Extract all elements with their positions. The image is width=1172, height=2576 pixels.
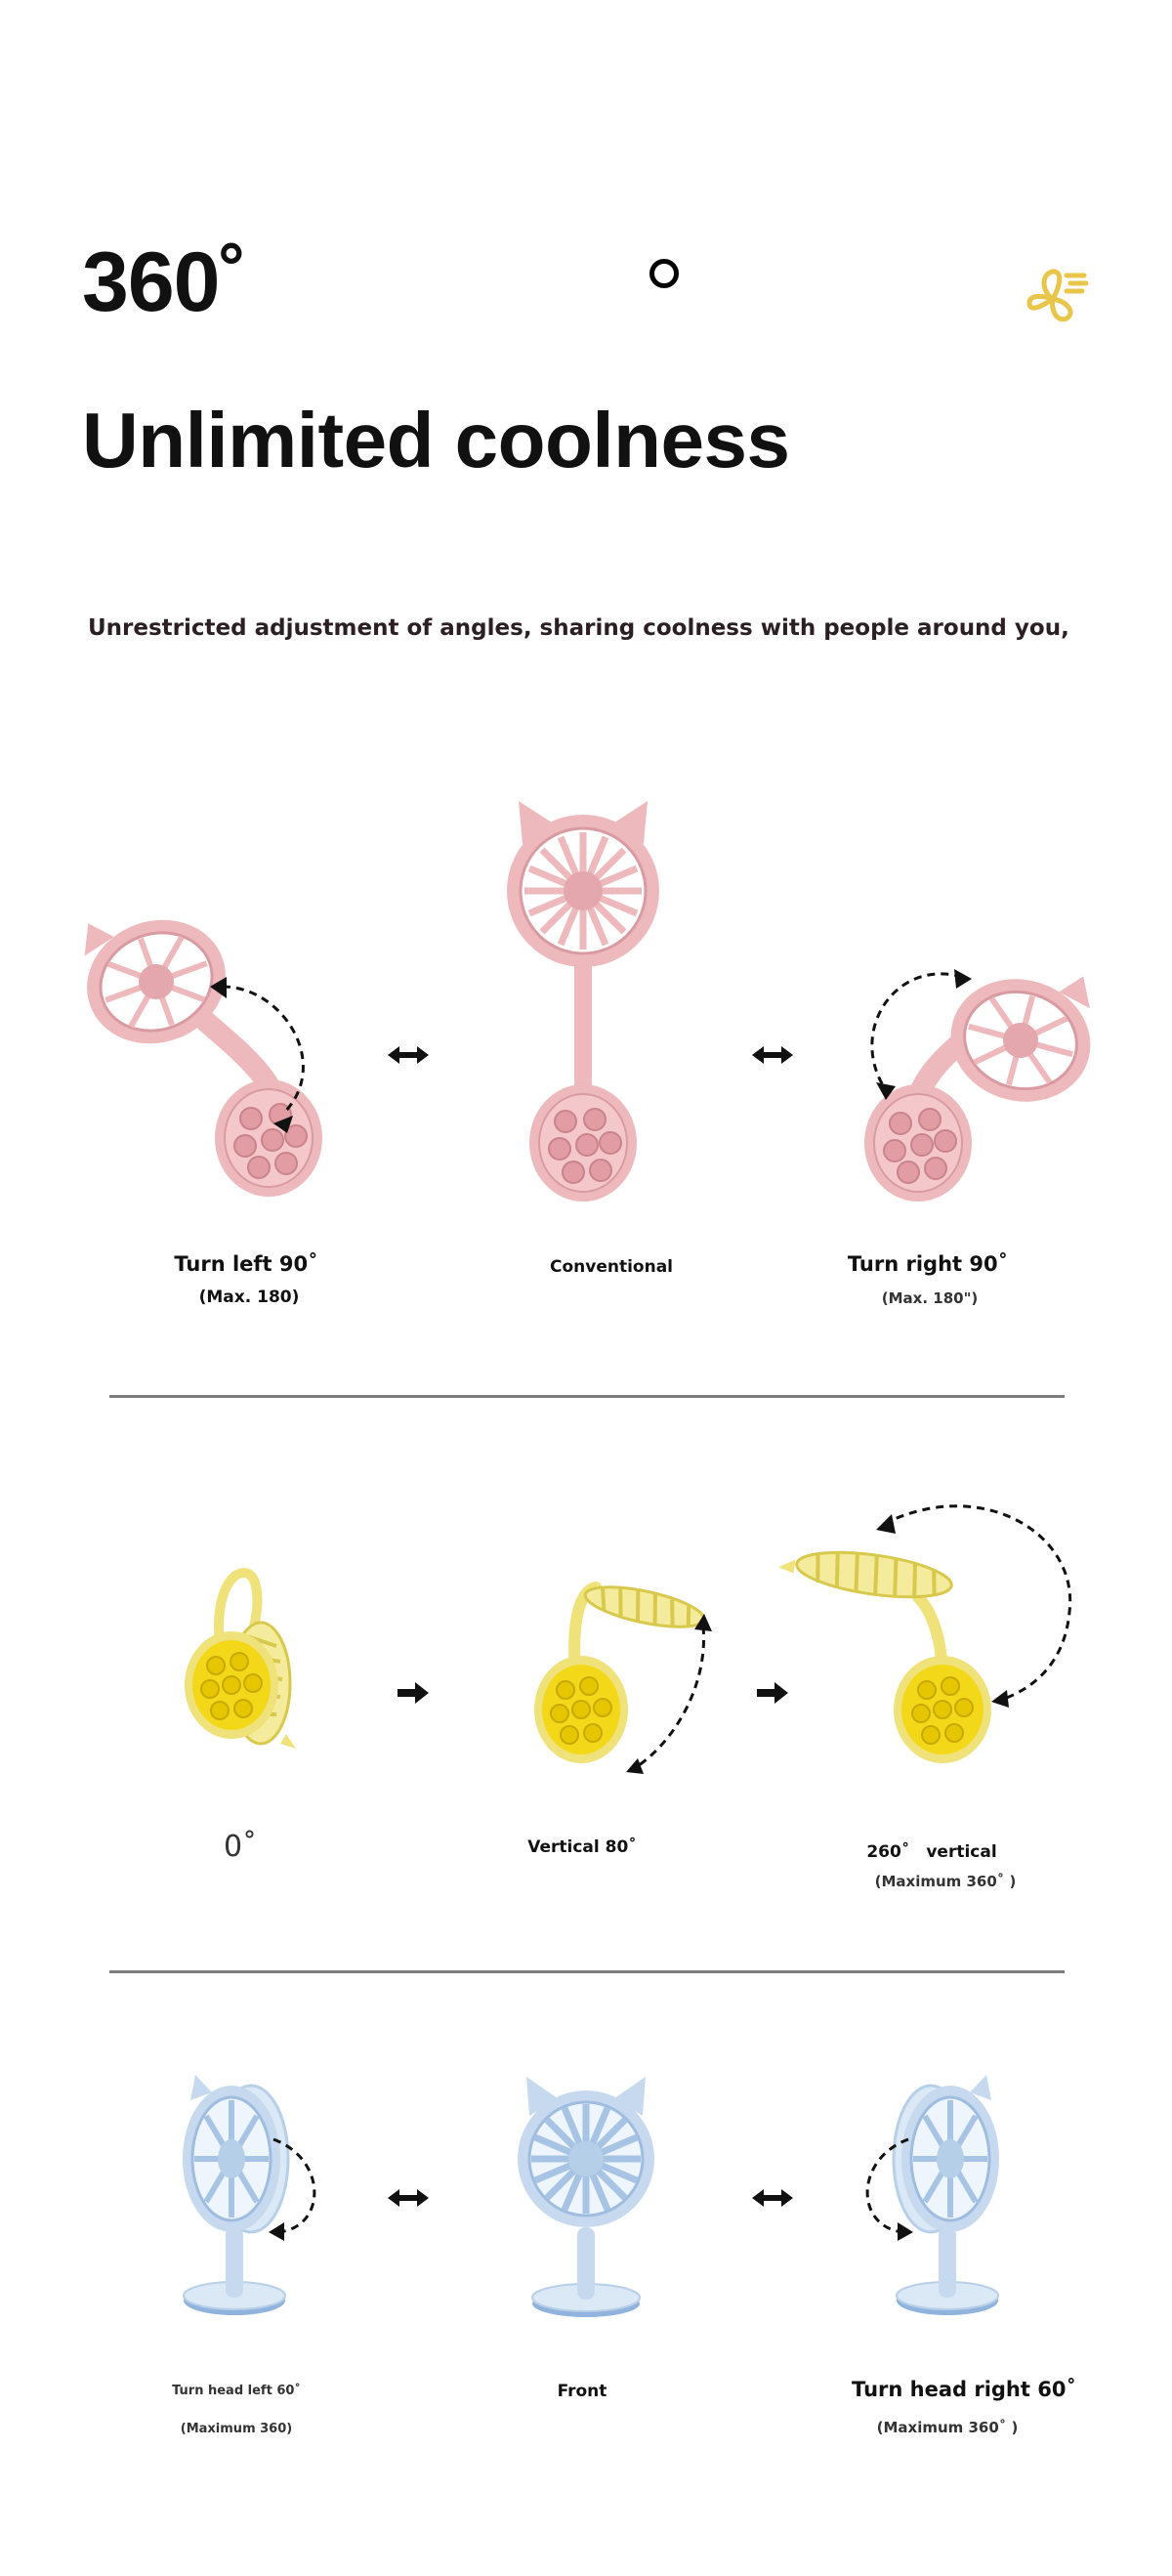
- caption-front: Front: [557, 2382, 607, 2401]
- section-divider: [109, 1970, 1065, 1973]
- arrow-right-icon: [757, 1682, 788, 1704]
- headline-unlimited-coolness: Unlimited coolness: [82, 397, 790, 484]
- caption-turn-head-right: Turn head right 60˚: [852, 2378, 1076, 2401]
- double-arrow-icon: [752, 1046, 793, 1064]
- blue-fan-front: [518, 2077, 654, 2317]
- caption-turn-left-note: (Max. 180): [198, 1288, 300, 1307]
- caption-vertical-80: Vertical 80˚: [527, 1837, 637, 1857]
- pink-fan-conventional: [507, 801, 659, 1202]
- caption-0-degree: 0˚: [223, 1830, 258, 1864]
- double-arrow-icon: [388, 1046, 429, 1064]
- pink-fan-turn-right: [864, 969, 1091, 1202]
- caption-260-vertical: 260˚ vertical: [866, 1842, 997, 1862]
- subtitle: Unrestricted adjustment of angles, shari…: [88, 615, 1069, 641]
- caption-turn-right-note: (Max. 180"): [881, 1289, 979, 1307]
- double-arrow-icon: [752, 2189, 793, 2207]
- blue-fan-turn-head-left: [183, 2075, 316, 2315]
- yellow-fan-0-degree: [185, 1567, 296, 1749]
- caption-turn-left: Turn left 90˚: [174, 1252, 318, 1276]
- caption-turn-right: Turn right 90˚: [847, 1252, 1009, 1276]
- yellow-fan-260-vertical: [778, 1504, 1072, 1763]
- arrow-right-icon: [398, 1682, 429, 1704]
- caption-turn-head-right-note: (Maximum 360˚ ): [876, 2419, 1019, 2436]
- caption-turn-head-left: Turn head left 60˚: [172, 2384, 301, 2398]
- headline-360: 360˚: [82, 235, 247, 329]
- double-arrow-icon: [388, 2189, 429, 2207]
- yellow-fan-vertical-80: [534, 1582, 712, 1774]
- caption-260-vertical-note: (Maximum 360˚ ): [874, 1873, 1017, 1890]
- pink-fan-turn-left: [84, 919, 322, 1197]
- fan-logo-icon: [1026, 269, 1089, 322]
- caption-turn-head-left-note: (Maximum 360): [180, 2422, 293, 2436]
- section-divider: [109, 1395, 1065, 1398]
- caption-conventional: Conventional: [549, 1257, 674, 1277]
- blue-fan-turn-head-right: [865, 2075, 999, 2315]
- degree-ring-icon: [649, 259, 679, 288]
